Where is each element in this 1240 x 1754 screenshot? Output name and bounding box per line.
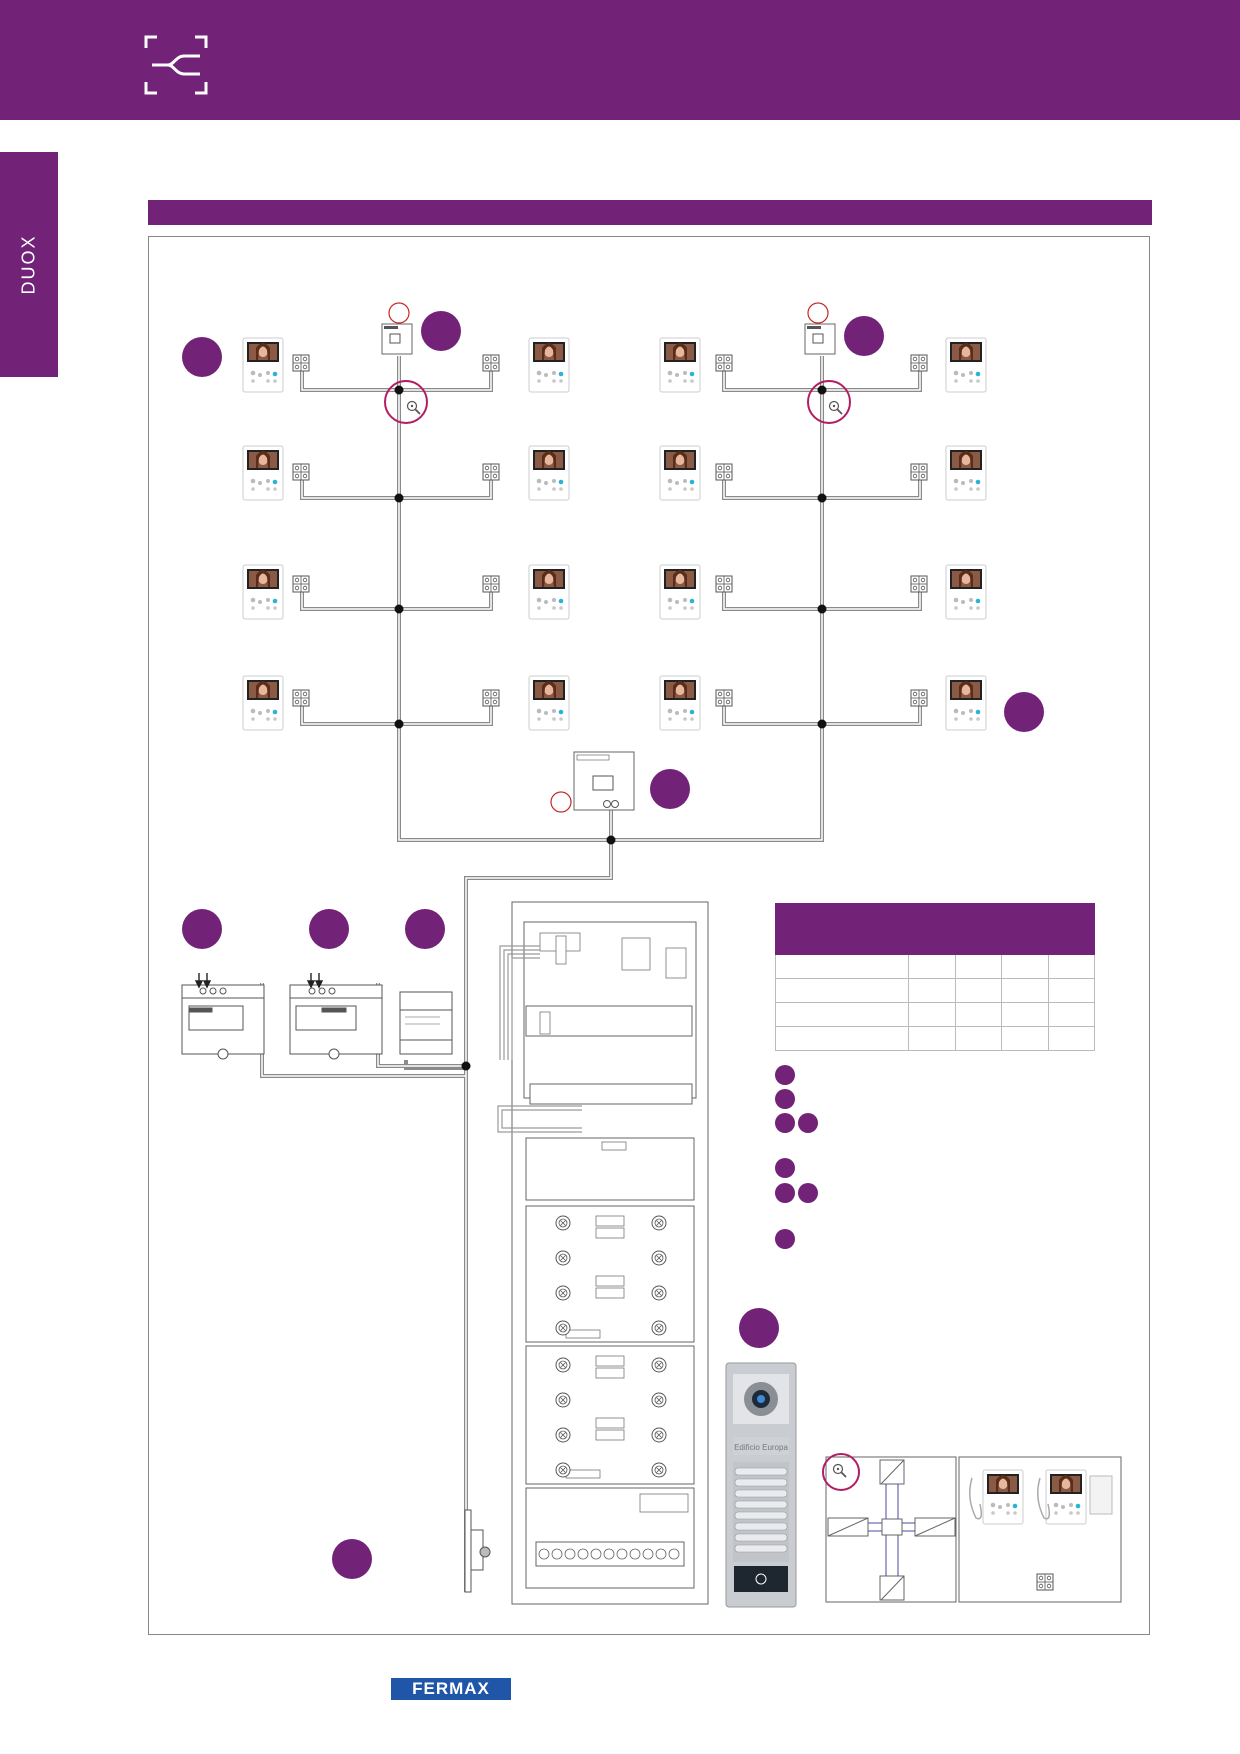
panel-call-buttons	[734, 1467, 788, 1553]
header-band	[0, 0, 1240, 120]
detail-inset-monitors	[958, 1456, 1122, 1603]
connectors	[292, 354, 928, 707]
top-distributors	[381, 323, 836, 355]
diagram-frame	[148, 236, 1150, 1635]
detail-inset-junction	[822, 1453, 957, 1603]
side-tab: DUOX	[0, 152, 58, 377]
central-distributor	[573, 751, 635, 811]
fermax-logo: FERMAX	[391, 1678, 511, 1700]
panel-building-label: Edificio Europa	[734, 1443, 788, 1452]
panel-module-stack	[511, 901, 709, 1605]
wiring-connector-icon	[144, 35, 208, 95]
fermax-logo-text: FERMAX	[412, 1679, 490, 1698]
door-lock	[464, 1509, 491, 1593]
section-title-bar	[148, 200, 1152, 225]
monitors	[242, 337, 987, 731]
legend-table	[775, 903, 1095, 1051]
power-supplies	[181, 984, 453, 1060]
